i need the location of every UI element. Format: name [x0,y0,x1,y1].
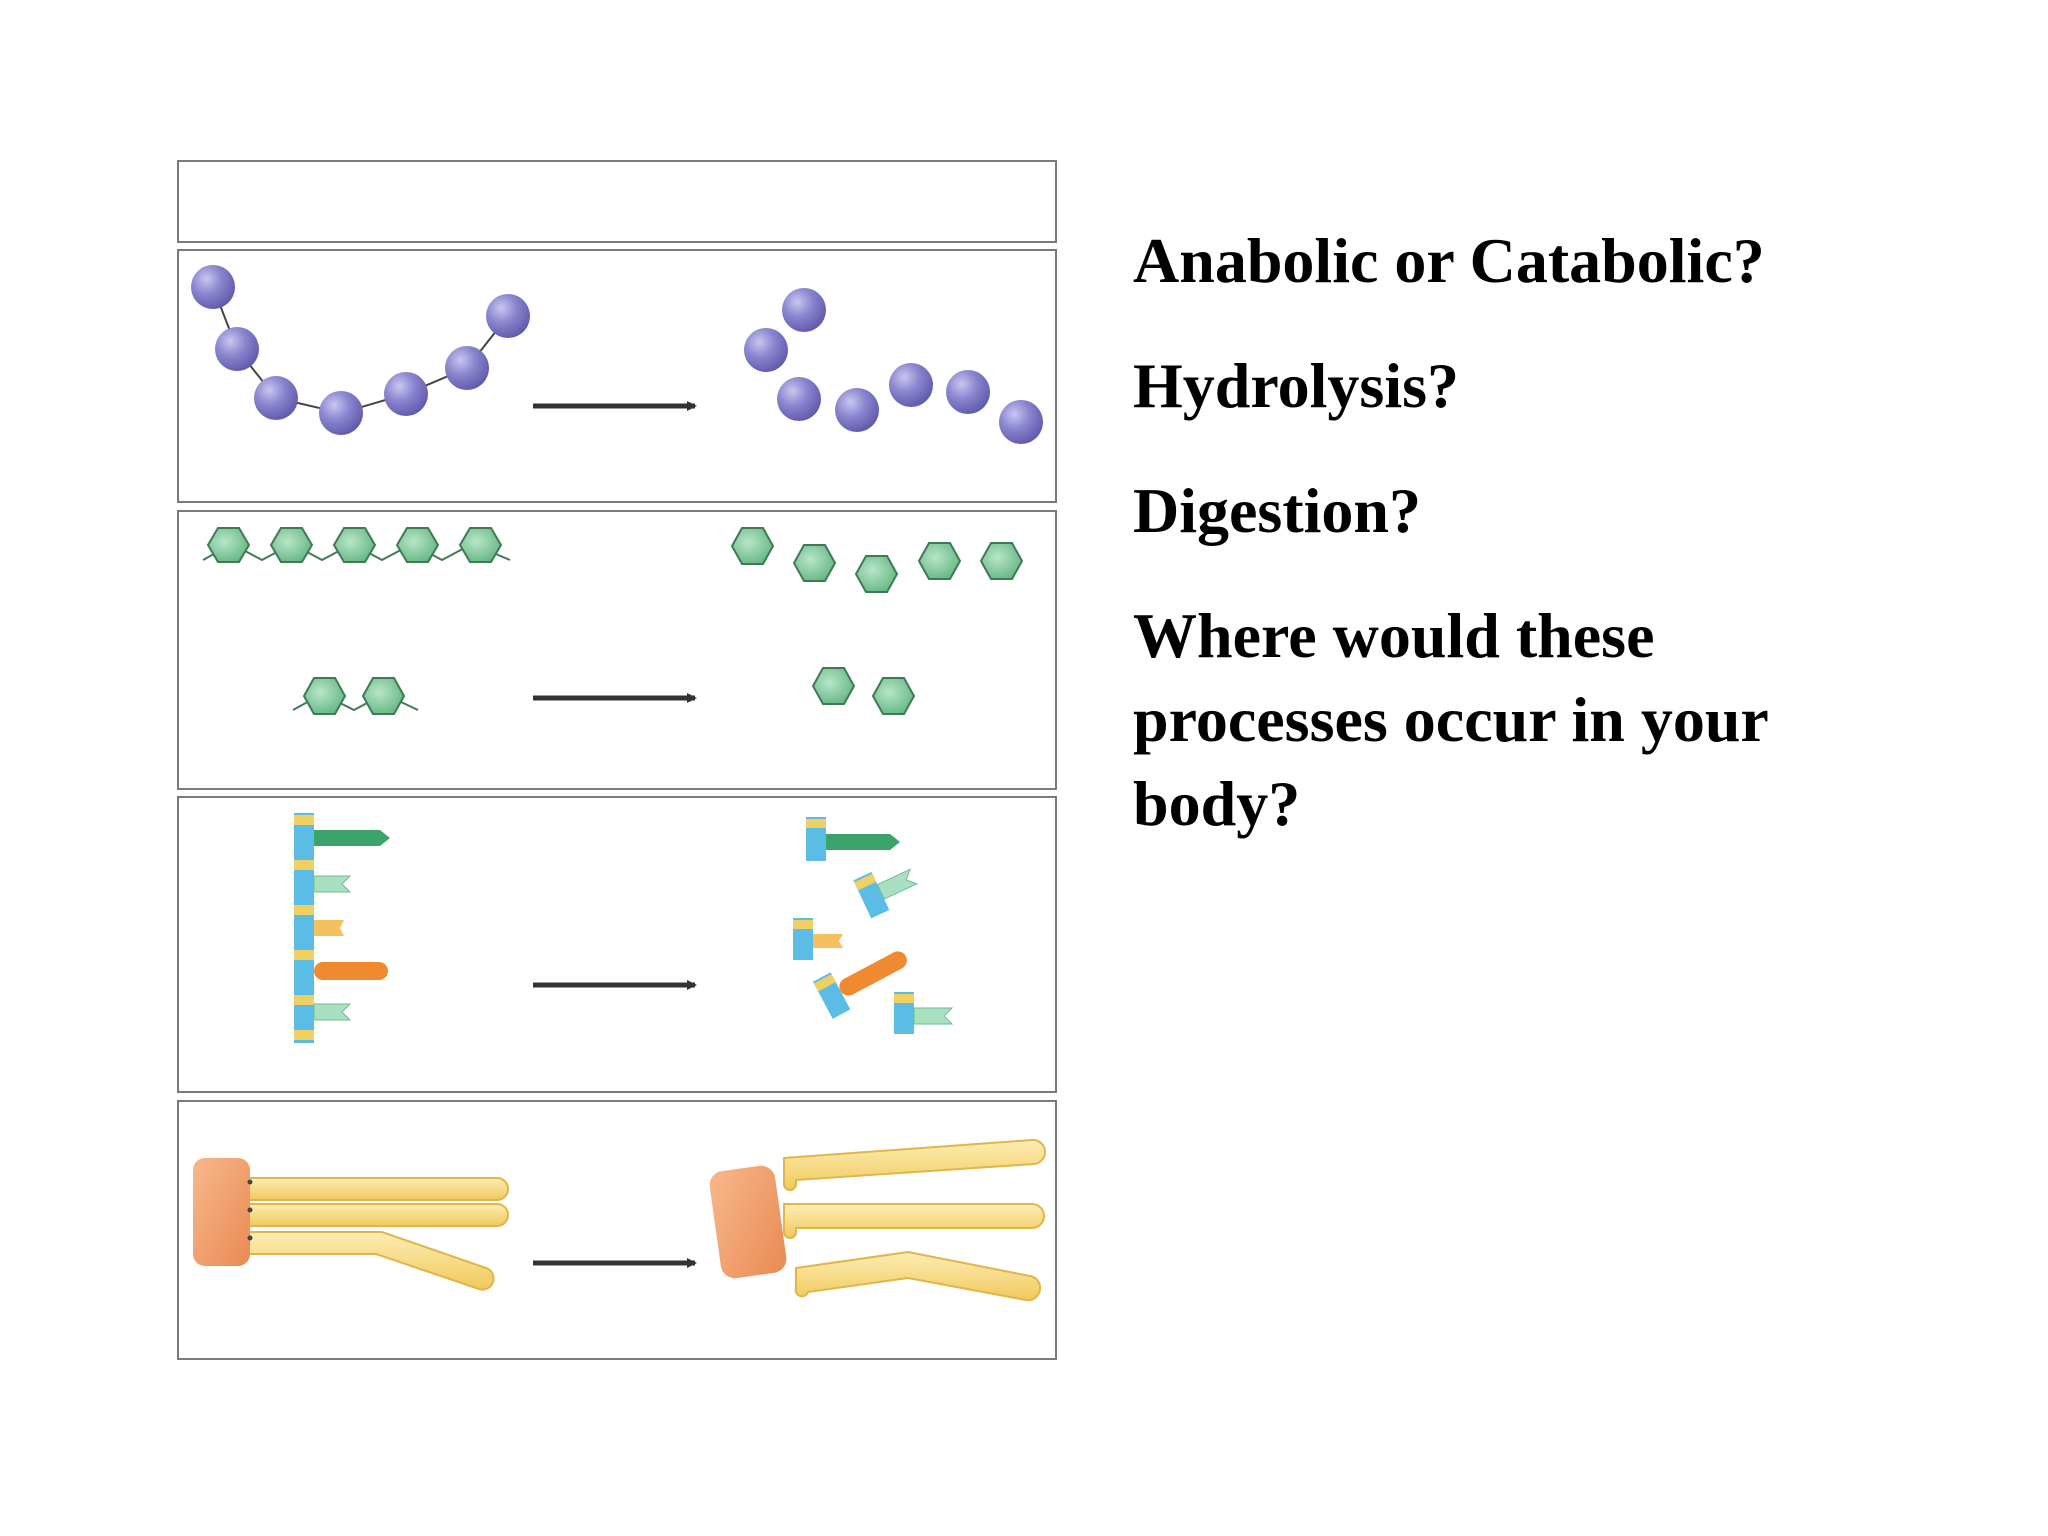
question-line: body? [1133,768,1301,839]
amino-acid-monomers [744,288,1043,444]
question-line: Where would these [1133,600,1655,671]
nucleotides [793,817,954,1034]
header-panel [177,160,1057,243]
question-anabolic-or-catabolic: Anabolic or Catabolic? [1133,219,1765,303]
nucleic-acid-strand [294,813,390,1043]
polysaccharide-chain [202,527,511,563]
polypeptide-chain [191,265,530,435]
question-where-in-body: Where would these processes occur in you… [1133,594,1769,846]
question-line: processes occur in your [1133,684,1769,755]
monosaccharides-from-polysaccharide [730,527,1024,593]
question-hydrolysis: Hydrolysis? [1133,344,1459,428]
question-line: Anabolic or Catabolic? [1133,225,1765,296]
carbohydrate-panel [177,510,1057,790]
glycerol-and-fatty-acids [709,1138,1046,1302]
monosaccharides-from-disaccharide [811,667,916,715]
nucleic-acid-panel [177,796,1057,1093]
question-digestion: Digestion? [1133,469,1421,553]
lipid-panel [177,1100,1057,1360]
triglyceride [193,1158,509,1291]
question-line: Digestion? [1133,475,1421,546]
disaccharide [292,677,419,715]
question-line: Hydrolysis? [1133,350,1459,421]
